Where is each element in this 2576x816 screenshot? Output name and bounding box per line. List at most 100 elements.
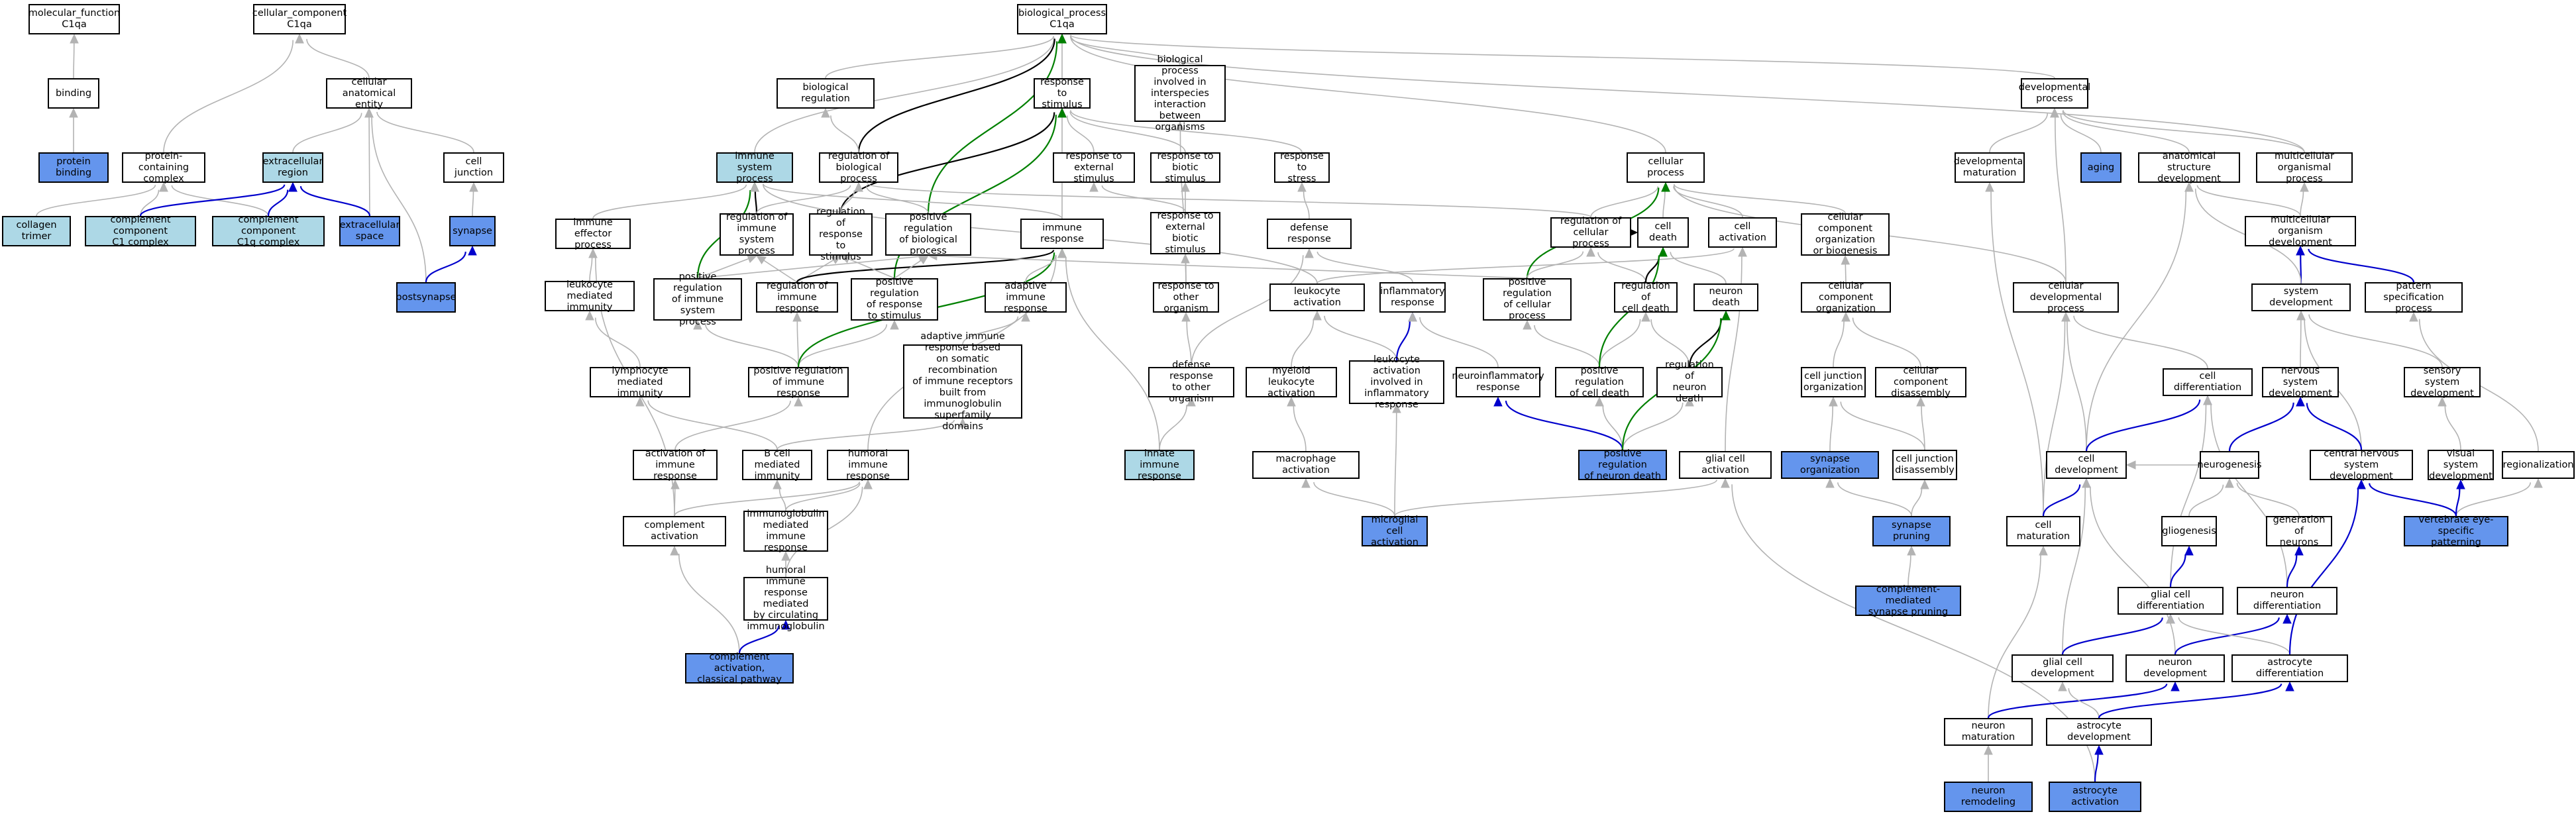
node-positive-regulation-of-cellular-process[interactable]: positive regulation of cellular process <box>1483 277 1572 321</box>
node-biological-process[interactable]: biological_process C1qa <box>1017 4 1107 34</box>
node-response-to-external-biotic-stimulus[interactable]: response to external biotic stimulus <box>1150 211 1220 255</box>
node-positive-regulation-of-neuron-death[interactable]: positive regulation of neuron death <box>1578 448 1667 482</box>
node-cellular-component-organization[interactable]: cellular component organization <box>1801 281 1891 314</box>
node-developmental-process[interactable]: developmental process <box>2019 78 2090 109</box>
node-multicellular-organism-development[interactable]: multicellular organism development <box>2245 215 2356 248</box>
node-response-to-stress[interactable]: response to stress <box>1274 151 1330 184</box>
node-cellular-component[interactable]: cellular_component C1qa <box>252 4 347 34</box>
node-microglial-cell-activation[interactable]: microglial cell activation <box>1362 515 1428 548</box>
node-cellular-developmental-process[interactable]: cellular developmental process <box>2013 281 2119 314</box>
node-response-to-biotic-stimulus[interactable]: response to biotic stimulus <box>1150 151 1220 184</box>
node-cell-death[interactable]: cell death <box>1637 217 1689 248</box>
node-leukocyte-activation[interactable]: leukocyte activation <box>1269 283 1365 311</box>
node-cell-differentiation[interactable]: cell differentiation <box>2163 368 2253 396</box>
node-visual-system-development[interactable]: visual system development <box>2428 448 2494 482</box>
node-cell-junction-organization[interactable]: cell junction organization <box>1801 367 1866 397</box>
node-response-to-stimulus[interactable]: response to stimulus <box>1034 77 1091 110</box>
node-pattern-specification-process[interactable]: pattern specification process <box>2365 281 2463 314</box>
node-adaptive-immune-response[interactable]: adaptive immune response <box>985 281 1067 314</box>
node-binding[interactable]: binding <box>48 78 99 109</box>
node-synapse[interactable]: synapse <box>449 216 496 246</box>
node-cellular-component-disassembly[interactable]: cellular component disassembly <box>1875 366 1966 399</box>
node-regulation-of-response-to-stimulus[interactable]: regulation of response to stimulus <box>809 207 873 262</box>
node-defense-response[interactable]: defense response <box>1267 219 1352 249</box>
node-immune-response[interactable]: immune response <box>1020 219 1104 249</box>
node-regulation-of-cellular-process[interactable]: regulation of cellular process <box>1550 216 1631 249</box>
node-aging[interactable]: aging <box>2080 152 2121 183</box>
node-complement-activation[interactable]: complement activation <box>623 516 726 546</box>
node-cell-junction[interactable]: cell junction <box>443 152 504 183</box>
node-regulation-of-biological-process[interactable]: regulation of biological process <box>819 151 898 184</box>
node-regulation-of-immune-system-process[interactable]: regulation of immune system process <box>720 212 794 256</box>
node-neuroinflammatory-response[interactable]: neuroinflammatory response <box>1452 367 1544 397</box>
node-cellular-process[interactable]: cellular process <box>1627 152 1705 183</box>
node-neuron-differentiation[interactable]: neuron differentiation <box>2237 587 2337 615</box>
node-astrocyte-activation[interactable]: astrocyte activation <box>2049 782 2141 812</box>
node-complement-activation-classical-pathway[interactable]: complement activation, classical pathway <box>685 652 794 685</box>
node-developmental-maturation[interactable]: developmental maturation <box>1954 152 2025 183</box>
node-glial-cell-activation[interactable]: glial cell activation <box>1679 451 1772 479</box>
node-regionalization[interactable]: regionalization <box>2502 451 2575 479</box>
node-synapse-organization[interactable]: synapse organization <box>1781 451 1879 479</box>
node-cellular-anatomical-entity[interactable]: cellular anatomical entity <box>326 77 412 110</box>
node-regulation-of-immune-response[interactable]: regulation of immune response <box>756 281 838 314</box>
node-biological-process-interspecies[interactable]: biological process involved in interspec… <box>1134 54 1226 132</box>
node-macrophage-activation[interactable]: macrophage activation <box>1252 451 1360 479</box>
node-extracellular-region[interactable]: extracellular region <box>262 152 323 183</box>
node-cell-junction-disassembly[interactable]: cell junction disassembly <box>1892 450 1957 480</box>
node-molecular-function[interactable]: molecular_function C1qa <box>28 4 120 34</box>
node-positive-regulation-of-biological-process[interactable]: positive regulation of biological proces… <box>885 212 971 256</box>
node-glial-cell-development[interactable]: glial cell development <box>2012 654 2114 682</box>
node-biological-regulation[interactable]: biological regulation <box>777 78 875 109</box>
node-generation-of-neurons[interactable]: generation of neurons <box>2266 515 2332 548</box>
node-complement-component-c1-complex[interactable]: complement component C1 complex <box>85 215 196 248</box>
node-cell-development[interactable]: cell development <box>2046 451 2127 479</box>
node-vertebrate-eye-specific-patterning[interactable]: vertebrate eye-specific patterning <box>2404 515 2508 548</box>
node-system-development[interactable]: system development <box>2251 283 2351 311</box>
node-synapse-pruning[interactable]: synapse pruning <box>1872 516 1951 546</box>
node-cellular-component-organization-or-biogenesis[interactable]: cellular component organization or bioge… <box>1801 212 1890 256</box>
node-immune-effector-process[interactable]: immune effector process <box>555 217 631 250</box>
node-protein-binding[interactable]: protein binding <box>38 152 109 183</box>
node-b-cell-mediated-immunity[interactable]: B cell mediated immunity <box>742 448 812 482</box>
node-anatomical-structure-development[interactable]: anatomical structure development <box>2138 151 2240 184</box>
node-astrocyte-development[interactable]: astrocyte development <box>2046 718 2152 746</box>
node-cell-activation[interactable]: cell activation <box>1708 217 1777 248</box>
node-lymphocyte-mediated-immunity[interactable]: lymphocyte mediated immunity <box>590 366 690 399</box>
node-extracellular-space[interactable]: extracellular space <box>339 216 400 246</box>
node-neuron-death[interactable]: neuron death <box>1693 283 1758 311</box>
node-protein-containing-complex[interactable]: protein-containing complex <box>122 151 205 184</box>
node-humoral-immune-response-circulating-immunoglobulin[interactable]: humoral immune response mediated by circ… <box>743 565 828 632</box>
node-positive-regulation-of-response-to-stimulus[interactable]: positive regulation of response to stimu… <box>851 277 938 321</box>
node-immunoglobulin-mediated-immune-response[interactable]: immunoglobulin mediated immune response <box>743 509 828 553</box>
node-immune-system-process[interactable]: immune system process <box>716 151 793 184</box>
node-cell-maturation[interactable]: cell maturation <box>2006 516 2080 546</box>
node-sensory-system-development[interactable]: sensory system development <box>2404 366 2481 399</box>
node-neuron-remodeling[interactable]: neuron remodeling <box>1944 782 2033 812</box>
node-myeloid-leukocyte-activation[interactable]: myeloid leukocyte activation <box>1246 366 1337 399</box>
node-collagen-trimer[interactable]: collagen trimer <box>2 216 71 246</box>
node-positive-regulation-of-immune-response[interactable]: positive regulation of immune response <box>748 366 849 399</box>
node-leukocyte-activation-inflammatory[interactable]: leukocyte activation involved in inflamm… <box>1349 354 1444 410</box>
node-complement-component-c1q-complex[interactable]: complement component C1q complex <box>212 215 325 248</box>
node-activation-of-immune-response[interactable]: activation of immune response <box>633 448 718 482</box>
node-humoral-immune-response[interactable]: humoral immune response <box>827 448 909 482</box>
node-defense-response-to-other-organism[interactable]: defense response to other organism <box>1148 360 1234 404</box>
node-positive-regulation-of-cell-death[interactable]: positive regulation of cell death <box>1555 366 1644 399</box>
node-multicellular-organismal-process[interactable]: multicellular organismal process <box>2256 151 2353 184</box>
node-innate-immune-response[interactable]: innate immune response <box>1124 448 1195 482</box>
node-astrocyte-differentiation[interactable]: astrocyte differentiation <box>2231 654 2348 682</box>
node-leukocyte-mediated-immunity[interactable]: leukocyte mediated immunity <box>545 280 635 313</box>
node-neuron-development[interactable]: neuron development <box>2125 654 2225 682</box>
node-central-nervous-system-development[interactable]: central nervous system development <box>2310 448 2413 482</box>
node-adaptive-immune-response-somatic-recombination[interactable]: adaptive immune response based on somati… <box>903 331 1022 432</box>
node-neurogenesis[interactable]: neurogenesis <box>2197 451 2262 479</box>
node-postsynapse[interactable]: postsynapse <box>396 282 456 313</box>
node-gliogenesis[interactable]: gliogenesis <box>2161 516 2217 546</box>
node-nervous-system-development[interactable]: nervous system development <box>2262 366 2339 399</box>
node-response-to-other-organism[interactable]: response to other organism <box>1153 281 1219 314</box>
node-regulation-of-cell-death[interactable]: regulation of cell death <box>1614 281 1678 314</box>
node-inflammatory-response[interactable]: inflammatory response <box>1379 282 1446 313</box>
node-neuron-maturation[interactable]: neuron maturation <box>1944 718 2033 746</box>
node-glial-cell-differentiation[interactable]: glial cell differentiation <box>2118 587 2224 615</box>
